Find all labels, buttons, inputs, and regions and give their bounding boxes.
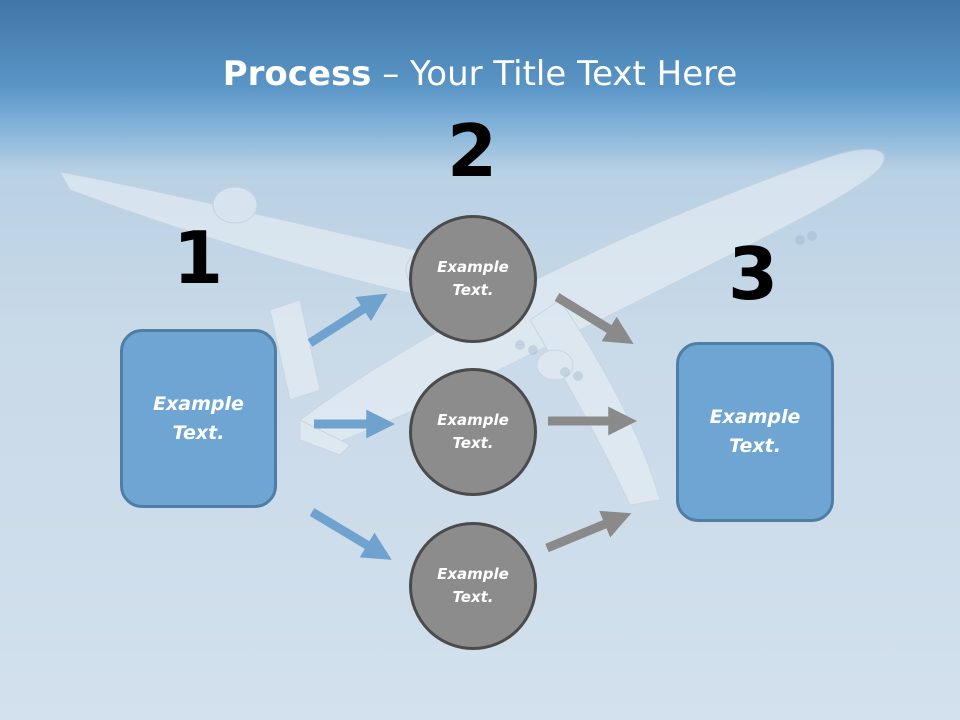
step-number-2: 2 (446, 109, 498, 193)
slide-title: Process – Your Title Text Here (0, 52, 960, 96)
step-3-box-text: Example Text. (700, 403, 810, 461)
circle-middle-line2: Text. (452, 434, 494, 452)
title-rest: – Your Title Text Here (371, 54, 738, 94)
circle-top-line2: Text. (452, 281, 494, 299)
step-2-circle-top[interactable]: Example Text. (409, 215, 537, 343)
arrow-box1-to-circle-top (307, 293, 388, 347)
circle-middle-line1: Example (437, 411, 509, 429)
step-2-circle-middle[interactable]: Example Text. (409, 368, 537, 496)
circle-bottom-line2: Text. (452, 588, 494, 606)
circle-bottom-line1: Example (437, 565, 509, 583)
step-1-box-line1: Example (153, 392, 244, 415)
step-3-box[interactable]: Example Text. (676, 342, 834, 522)
step-3-box-line2: Text. (729, 435, 781, 457)
step-2-circle-bottom[interactable]: Example Text. (409, 522, 537, 650)
step-1-box[interactable]: Example Text. (120, 329, 277, 508)
arrow-circle-top-to-box3 (554, 293, 634, 345)
arrow-circle-bottom-to-box3 (545, 510, 632, 553)
step-1-box-text: Example Text. (144, 390, 254, 448)
step-number-3: 3 (727, 232, 779, 316)
step-1-box-line2: Text. (172, 421, 225, 444)
circle-middle-text: Example Text. (428, 409, 518, 455)
step-number-1: 1 (172, 216, 224, 300)
step-3-box-line1: Example (709, 406, 801, 428)
title-bold-word: Process (222, 54, 372, 94)
circle-top-line1: Example (437, 258, 509, 276)
circle-top-text: Example Text. (428, 256, 518, 302)
arrow-box1-to-circle-bottom (309, 508, 392, 560)
circle-bottom-text: Example Text. (428, 563, 518, 609)
